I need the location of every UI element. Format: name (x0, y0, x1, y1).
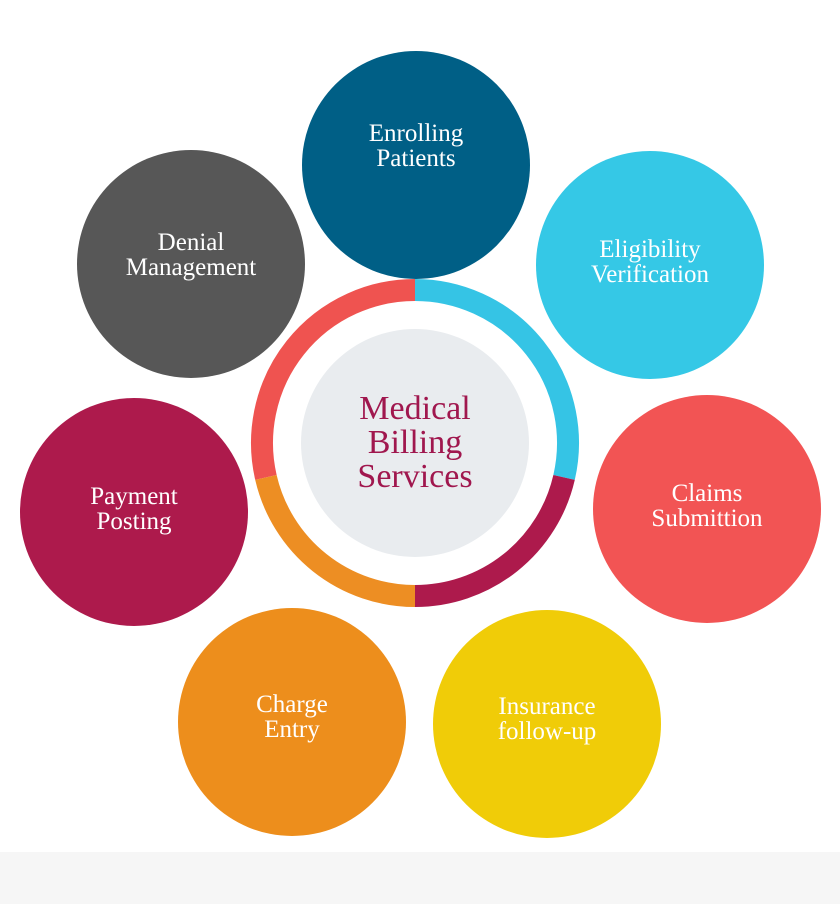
bubble-denial-management: Denial Management (77, 150, 305, 378)
bubble-payment-posting: Payment Posting (20, 398, 248, 626)
center-disc (301, 329, 529, 557)
bubble-label-line-2: Management (125, 254, 257, 281)
ring-segment-top-left (251, 279, 416, 480)
center-title: Medical Billing Services (300, 328, 530, 558)
bubble-label-line-2: Verification (590, 261, 709, 288)
bubble-label-line-1: Charge (256, 691, 328, 718)
bubble-label-line-2: follow-up (497, 718, 597, 745)
ring-segment-top-right (414, 279, 579, 480)
bubble-label-line-1: Insurance (498, 693, 596, 720)
bubble-claims-submittion: Claims Submittion (593, 395, 821, 623)
bubble-insurance-follow-up: Insurance follow-up (433, 610, 661, 838)
bubble-label-line-1: Claims (671, 480, 743, 507)
center-ring (251, 279, 579, 607)
bubble-label-line-1: Denial (157, 229, 225, 256)
bubble-label-line-2: Entry (264, 716, 320, 743)
bubble-label-line-1: Eligibility (599, 236, 701, 263)
center-title-line-1: Medical (359, 390, 471, 427)
center-title-line-2: Billing (367, 424, 463, 461)
bottom-strip (0, 852, 840, 904)
bubble-label-line-1: Payment (90, 483, 178, 510)
bubble-enrolling-patients: Enrolling Patients (302, 51, 530, 279)
bubble-charge-entry: Charge Entry (178, 608, 406, 836)
ring-segment-bottom-right (414, 474, 575, 607)
bubble-label-line-2: Posting (96, 508, 172, 535)
bubble-label-line-1: Enrolling (368, 120, 464, 147)
bubble-label-line-2: Submittion (651, 505, 763, 532)
center-title-line-3: Services (357, 458, 473, 495)
bubble-eligibility-verification: Eligibility Verification (536, 151, 764, 379)
bubble-label-line-2: Patients (376, 145, 456, 172)
ring-segment-bottom-left (255, 474, 416, 607)
